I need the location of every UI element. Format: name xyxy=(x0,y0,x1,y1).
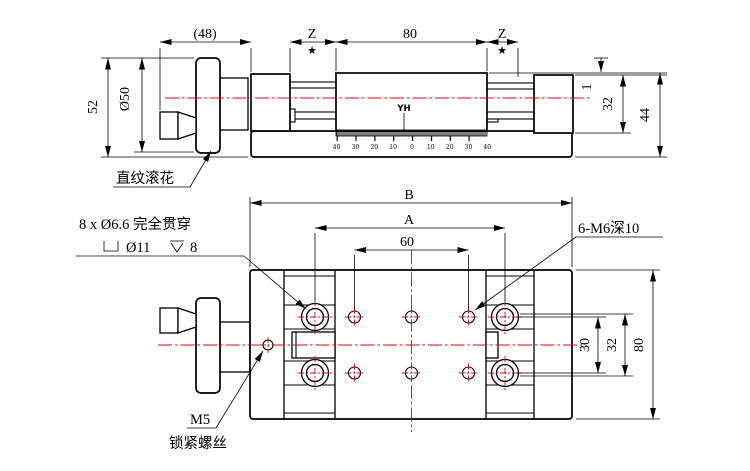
clamp-lever-taper xyxy=(177,111,197,140)
dim-z-right: Z ★ xyxy=(487,27,519,77)
dim-A-text: A xyxy=(404,213,415,228)
dim-B-text: B xyxy=(404,188,413,203)
dim-32-top: 32 xyxy=(575,75,631,134)
dim-30-text: 30 xyxy=(578,338,593,352)
cbore-depth-text: 8 xyxy=(190,240,197,256)
scale-label: 20 xyxy=(446,144,454,151)
scale-label: 0 xyxy=(410,144,414,151)
thru-hole-note-text: 8 x Ø6.6 完全贯穿 xyxy=(79,215,191,233)
dim-1-text: 1 xyxy=(580,84,595,91)
depth-icon xyxy=(170,240,184,253)
base-plate xyxy=(249,269,573,420)
dim-60-text: 60 xyxy=(400,235,414,250)
m5-note: M5 锁紧螺丝 xyxy=(169,350,264,452)
m6-tapped-hole xyxy=(345,363,364,383)
knob-hub xyxy=(219,321,251,373)
tap-note-text: 6-M6深10 xyxy=(578,220,639,237)
dim-44: 44 xyxy=(575,73,667,158)
dim-dia50: Ø50 xyxy=(118,58,194,153)
dim-32-text: 32 xyxy=(601,97,616,111)
scale-label: 10 xyxy=(427,144,435,151)
dim-32-plan-text: 32 xyxy=(605,338,620,352)
clamp-lever-taper xyxy=(177,307,197,334)
star-icon: ★ xyxy=(307,45,317,57)
tap-note: 6-M6深10 xyxy=(474,220,663,311)
m6-tapped-hole xyxy=(402,363,421,383)
knurl-note: 直纹滚花 xyxy=(113,150,212,188)
scale-label: 20 xyxy=(370,144,378,151)
dim-44-text: 44 xyxy=(638,108,653,122)
clamp-lever-end xyxy=(159,111,179,140)
dim-80-plan: 80 xyxy=(576,269,660,420)
moving-platform xyxy=(335,72,488,132)
m5-lock-screw-hole xyxy=(260,337,276,353)
m6-tapped-hole xyxy=(459,307,478,327)
rail-right xyxy=(485,270,535,419)
top-rod-left xyxy=(289,81,337,89)
scale-label: 10 xyxy=(389,144,397,151)
thru-hole-note: 8 x Ø6.6 完全贯穿 Ø11 8 xyxy=(76,215,307,310)
m5-label-text: M5 xyxy=(190,412,210,428)
scale-label: 40 xyxy=(483,144,491,151)
scale-label: 40 xyxy=(333,144,341,151)
dim-52-text: 52 xyxy=(86,100,101,114)
lead-screw-step xyxy=(486,118,499,123)
counterbore-hole xyxy=(488,300,522,334)
cbore-dia-text: Ø11 xyxy=(126,240,150,256)
star-icon: ★ xyxy=(497,45,507,57)
knurled-knob xyxy=(195,297,221,394)
counterbore-hole xyxy=(298,356,332,390)
knurled-knob xyxy=(195,57,221,154)
dim-80-plan-text: 80 xyxy=(632,338,647,352)
lead-screw-right xyxy=(486,111,535,120)
clamp-lever-end xyxy=(159,307,179,334)
dim-32-plan: 32 xyxy=(520,313,633,377)
m6-tapped-hole xyxy=(402,307,421,327)
dim-80-text: 80 xyxy=(403,27,417,42)
dim-A: A xyxy=(314,213,506,301)
scale-major-ticks xyxy=(336,136,487,141)
dim-30: 30 xyxy=(517,316,606,374)
logo-text: YH xyxy=(396,104,410,114)
m6-tapped-hole xyxy=(345,307,364,327)
counterbore-icon xyxy=(103,241,119,252)
m6-tapped-hole xyxy=(459,363,478,383)
dim-z-left-text: Z xyxy=(308,27,317,42)
dim-1: 1 xyxy=(489,57,667,91)
knob-hub xyxy=(219,77,249,131)
vernier-scale: 40 30 20 10 0 10 20 30 40 xyxy=(333,129,491,151)
drive-body xyxy=(250,73,291,132)
scale-label: 30 xyxy=(465,144,473,151)
scale-label: 30 xyxy=(352,144,360,151)
plan-view: B A 60 30 32 xyxy=(76,188,663,452)
counterbore-hole xyxy=(298,300,332,334)
top-view: 40 30 20 10 0 10 20 30 40 YH (48) Z ★ xyxy=(86,27,667,188)
dim-60: 60 xyxy=(354,235,469,309)
dim-48-text: (48) xyxy=(193,27,217,42)
dim-dia50-text: Ø50 xyxy=(118,87,133,111)
knurl-note-text: 直纹滚花 xyxy=(116,170,174,187)
scale-minor-ticks xyxy=(335,129,488,137)
dim-80-travel: 80 xyxy=(335,27,488,71)
top-rod-right xyxy=(486,82,535,90)
lead-screw-left xyxy=(289,111,337,120)
dim-z-right-text: Z xyxy=(498,27,507,42)
dim-B: B xyxy=(249,188,573,267)
dim-z-left: Z ★ xyxy=(289,27,336,72)
end-block xyxy=(533,74,574,134)
m5-name-text: 锁紧螺丝 xyxy=(169,435,227,452)
dim-52: 52 xyxy=(86,57,248,158)
